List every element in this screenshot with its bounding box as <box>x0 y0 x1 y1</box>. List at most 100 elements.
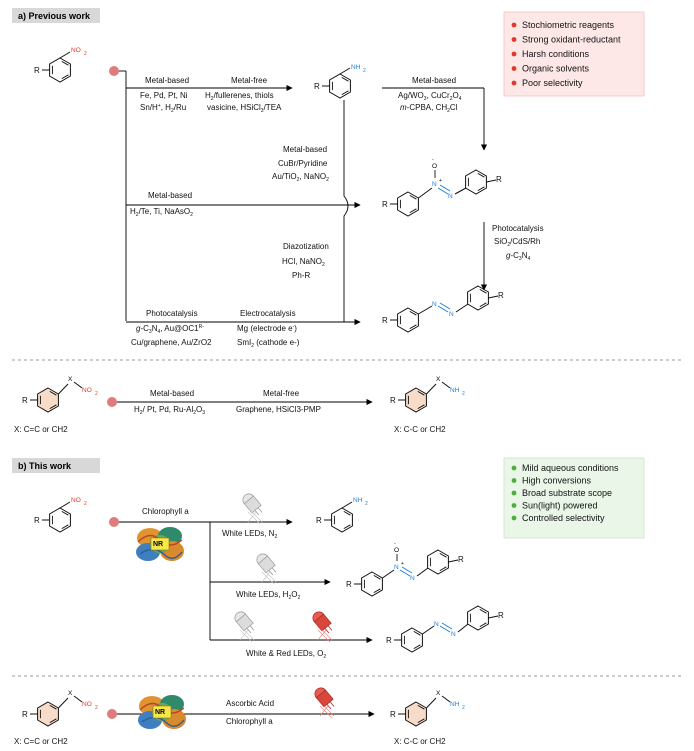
vinylnitro-reactant-b: R X NO 2 <box>22 690 98 727</box>
no2-sub: 2 <box>84 501 87 507</box>
alkylamine-product-b: R X NH 2 <box>390 690 465 727</box>
mid-l1: CuBr/Pyridine <box>278 159 328 168</box>
r2-l1: H2/Te, Ti, NaAsO2 <box>130 207 193 218</box>
cond-1: White LEDs, N2 <box>222 529 277 540</box>
svg-text:-: - <box>394 541 396 547</box>
led-white-icon <box>232 609 255 643</box>
x-label: X <box>436 690 441 697</box>
ox-l1: Ag/WO3, CuCr2O4 <box>398 91 462 102</box>
n-azo1: N <box>434 621 439 628</box>
nh2-label: NH <box>353 497 363 504</box>
azoxy-product-b: R N + O - N R <box>346 541 464 597</box>
catalyst-label: Chlorophyll a <box>142 507 189 516</box>
benefit-item: Controlled selectivity <box>522 513 605 523</box>
x-note-left-b: X: C=C or CH2 <box>14 737 68 746</box>
nh2-sub: 2 <box>363 68 366 74</box>
bullet-dot-icon <box>511 465 517 471</box>
bullet-dot-icon <box>511 66 517 71</box>
r-group: R <box>382 200 388 209</box>
nh2-sub: 2 <box>462 391 465 397</box>
cond-2: White LEDs, H2O2 <box>236 590 300 601</box>
r-group: R <box>386 636 392 645</box>
svg-text:+: + <box>439 178 442 184</box>
azo-product-a: R N N R <box>382 285 504 333</box>
nh2-label: NH <box>450 387 460 394</box>
pc-right-l1: SiO2/CdS/Rh <box>494 237 540 248</box>
bullet-dot-icon <box>511 51 517 57</box>
bullet-dot-icon <box>511 503 517 508</box>
issues-box <box>503 11 645 97</box>
r-group: R <box>390 710 396 719</box>
alk-b-l1: Ascorbic Acid <box>226 699 274 708</box>
n-plus: N <box>432 181 437 188</box>
no2-label: NO <box>82 387 92 394</box>
r2-title: Metal-based <box>148 191 192 200</box>
bullet-dot-icon <box>511 80 517 86</box>
no2-label: NO <box>71 47 81 54</box>
r-group: R <box>498 611 504 620</box>
n-azo: N <box>448 193 453 200</box>
nh2-sub: 2 <box>365 501 368 507</box>
r-group: R <box>22 396 28 405</box>
r-group: R <box>496 175 502 184</box>
alk-right-l1: Graphene, HSiCl3-PMP <box>236 405 321 414</box>
bullet-dot-icon <box>511 515 517 521</box>
pc-right-l2: g-C3N4 <box>506 251 530 262</box>
r-group: R <box>314 82 320 91</box>
nh2-label: NH <box>450 701 460 708</box>
issue-item: Organic solvents <box>522 64 590 74</box>
x-label: X <box>68 690 73 697</box>
diazo-l1: HCl, NaNO2 <box>282 257 325 268</box>
r-group: R <box>498 291 504 300</box>
ox-title: Metal-based <box>412 76 456 85</box>
issue-item: Harsh conditions <box>522 49 590 59</box>
no2-sub: 2 <box>95 391 98 397</box>
issue-item: Poor selectivity <box>522 78 583 88</box>
r-group: R <box>316 516 322 525</box>
bullet-dot-icon <box>511 37 517 42</box>
nitroarene-reactant-a: NO 2 R <box>34 47 87 83</box>
ec-l2: SmI2 (cathode e-) <box>237 338 300 349</box>
n-azo2: N <box>451 631 456 638</box>
no2-label: NO <box>82 701 92 708</box>
x-label: X <box>436 376 441 383</box>
led-red-icon <box>310 609 333 643</box>
r1-left-title: Metal-based <box>145 76 189 85</box>
r-group: R <box>382 316 388 325</box>
r1-right-l2: vasicine, HSiCl3/TEA <box>207 103 282 114</box>
start-dot-alk-a <box>107 397 117 407</box>
pc-right-title: Photocatalysis <box>492 224 544 233</box>
issue-item: Strong oxidant-reductant <box>522 35 621 45</box>
pc-bot-title: Photocatalysis <box>146 309 198 318</box>
azoxy-product-a: R N + O - N R <box>382 157 502 217</box>
r-group: R <box>458 555 464 564</box>
alk-left-title: Metal-based <box>150 389 194 398</box>
alk-b-l2: Chlorophyll a <box>226 717 273 726</box>
azo-product-b: R N N R <box>386 605 504 653</box>
r-group: R <box>346 580 352 589</box>
nr-label: NR <box>155 709 165 716</box>
nh2-sub: 2 <box>462 705 465 711</box>
diazo-title: Diazotization <box>283 242 329 251</box>
section-b-header-bg <box>12 458 100 473</box>
nh2-label: NH <box>351 64 361 71</box>
benefit-item: High conversions <box>522 476 592 486</box>
mid-title: Metal-based <box>283 145 327 154</box>
led-red-icon <box>312 685 335 719</box>
r-group: R <box>22 710 28 719</box>
section-a-header: a) Previous work <box>18 11 91 21</box>
pc-bot-l1: g-C3N4, Au@OC1R- <box>136 324 204 335</box>
alk-left-l1: H2/ Pt, Pd, Ru-Al2O3 <box>134 405 205 416</box>
r-group: R <box>34 66 40 75</box>
no2-label: NO <box>71 497 81 504</box>
ec-l1: Mg (electrode e-) <box>237 324 297 333</box>
section-a-header-bg <box>12 8 100 23</box>
n-plus: N <box>394 564 399 571</box>
r1-right-title: Metal-free <box>231 76 268 85</box>
cond-3: White & Red LEDs, O2 <box>246 649 326 660</box>
svg-text:+: + <box>401 561 404 567</box>
benefit-item: Sun(light) powered <box>522 501 598 511</box>
pc-bot-l2: Cu/graphene, Au/ZrO2 <box>131 338 212 347</box>
